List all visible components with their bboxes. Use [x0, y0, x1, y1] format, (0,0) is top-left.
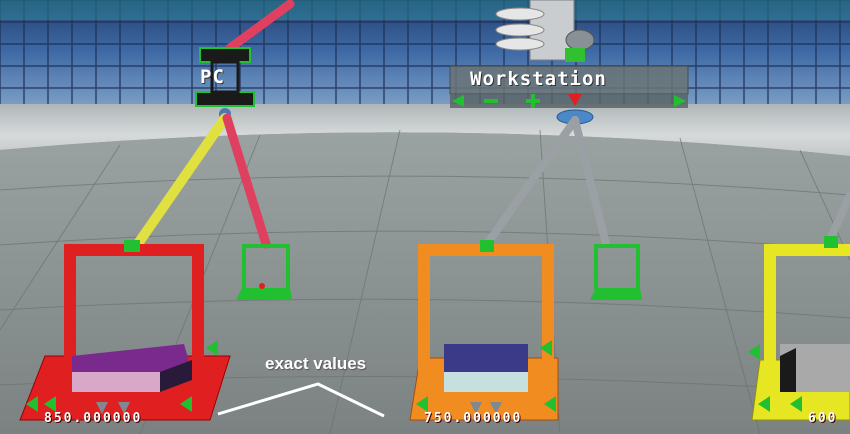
annotation-label: exact values	[265, 354, 366, 374]
orange-platform-value: 750.000000	[424, 411, 522, 426]
minus-icon[interactable]	[484, 99, 498, 103]
pc-title: PC	[200, 66, 225, 88]
red-platform-value: 850.000000	[44, 411, 142, 426]
yellow-platform-value: 600	[808, 411, 837, 426]
workstation-title: Workstation	[470, 68, 607, 90]
